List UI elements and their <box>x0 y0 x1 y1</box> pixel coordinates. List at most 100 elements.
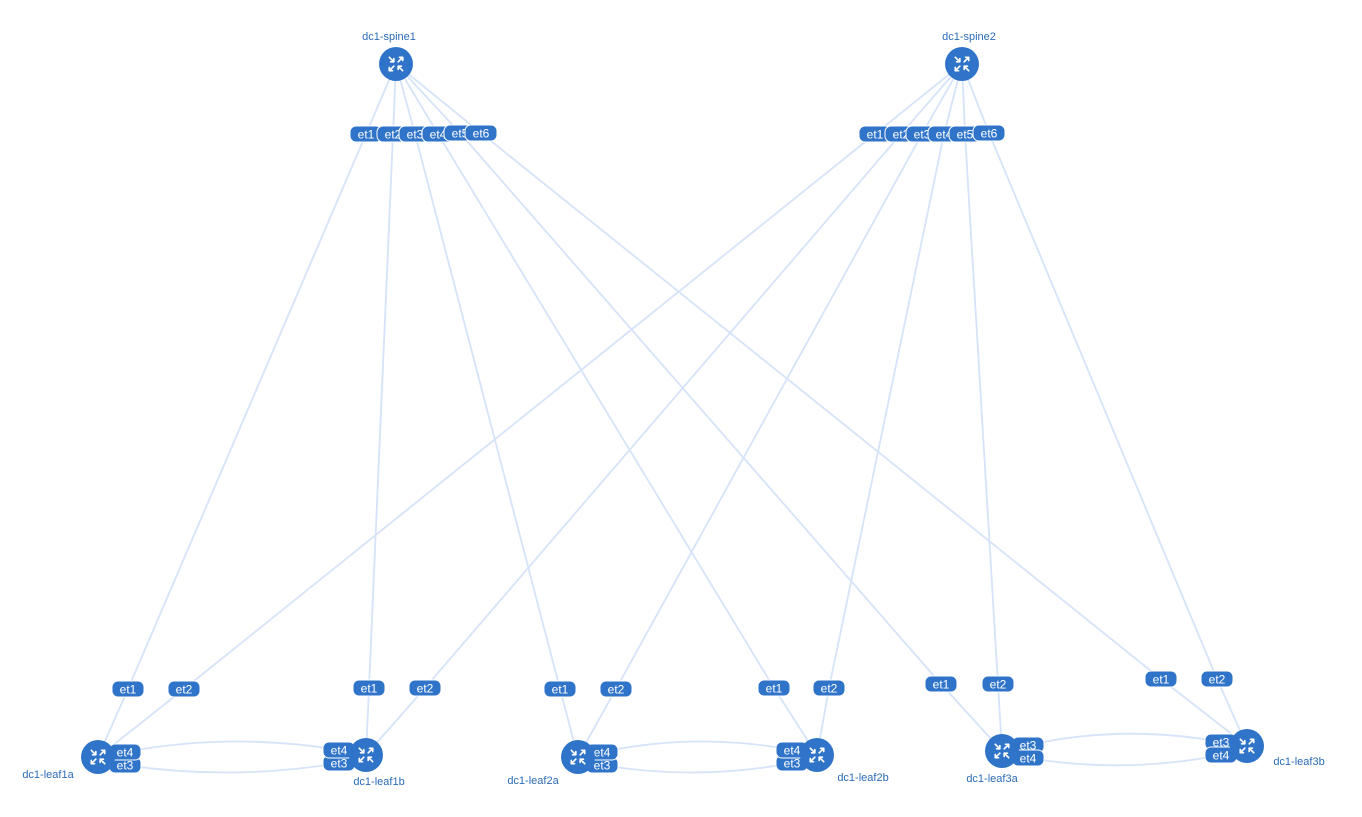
port-badge-shape <box>111 680 145 698</box>
port-label: et1 <box>1153 673 1170 687</box>
port-label: et1 <box>867 128 884 142</box>
port-badge-shape <box>1144 670 1178 688</box>
node-dc1-leaf1b[interactable]: dc1-leaf1b <box>349 738 405 788</box>
node-label: dc1-leaf2b <box>837 772 888 784</box>
port-badge-dc1-leaf1a-et1[interactable]: et1 <box>111 680 145 698</box>
switch-icon <box>388 56 404 72</box>
node-dc1-leaf2a[interactable]: dc1-leaf2a <box>507 740 595 787</box>
node-label: dc1-leaf3a <box>966 773 1018 785</box>
port-badge-dc1-leaf1b-et1[interactable]: et1 <box>352 679 386 697</box>
port-badge-dc1-spine1-et1[interactable]: et1 <box>349 125 383 143</box>
port-label: et6 <box>473 127 490 141</box>
port-badge-dc1-leaf1a-et4[interactable]: et4 <box>108 743 142 761</box>
port-badge-dc1-leaf2b-et1[interactable]: et1 <box>757 679 791 697</box>
port-badge-shape <box>924 675 958 693</box>
port-badge-shape <box>599 680 633 698</box>
node-label: dc1-leaf1a <box>22 769 74 781</box>
link-dc1-spine2-et1-to-dc1-leaf1a-et2[interactable] <box>97 63 963 758</box>
port-badge-dc1-leaf2b-et2[interactable]: et2 <box>812 679 846 697</box>
port-label: et3 <box>117 759 134 773</box>
port-label: et4 <box>1020 752 1037 766</box>
port-badge-shape <box>972 124 1006 142</box>
switch-icon <box>358 747 374 763</box>
node-label: dc1-spine2 <box>942 31 996 43</box>
port-label: et1 <box>552 683 569 697</box>
port-label: et3 <box>407 128 424 142</box>
node-dc1-leaf2b[interactable]: dc1-leaf2b <box>800 738 889 784</box>
node-circle <box>81 740 115 774</box>
port-badge-dc1-leaf2a-et1[interactable]: et1 <box>543 680 577 698</box>
port-badge-dc1-spine1-et6[interactable]: et6 <box>464 124 498 142</box>
port-badge-dc1-leaf2a-et2[interactable]: et2 <box>599 680 633 698</box>
link-dc1-spine2-et4-to-dc1-leaf2b-et2[interactable] <box>816 63 963 756</box>
node-dc1-leaf3a[interactable]: dc1-leaf3a <box>966 734 1019 785</box>
switch-icon <box>90 749 106 765</box>
port-label: et4 <box>936 128 953 142</box>
link-dc1-spine2-et6-to-dc1-leaf3b-et2[interactable] <box>961 63 1248 747</box>
switch-icon <box>809 747 825 763</box>
port-badge-dc1-leaf2b-et3[interactable]: et3 <box>775 754 809 772</box>
port-badge-dc1-leaf3a-et2[interactable]: et2 <box>981 675 1015 693</box>
node-dc1-spine2[interactable]: dc1-spine2 <box>942 31 996 81</box>
link-dc1-spine1-et5-to-dc1-leaf3a-et1[interactable] <box>395 63 1003 752</box>
port-badge-dc1-leaf3b-et2[interactable]: et2 <box>1200 670 1234 688</box>
port-badge-shape <box>464 124 498 142</box>
link-dc1-spine1-et2-to-dc1-leaf1b-et1[interactable] <box>365 63 397 756</box>
port-badge-shape <box>1200 670 1234 688</box>
port-label: et3 <box>594 759 611 773</box>
port-label: et4 <box>784 744 801 758</box>
node-label: dc1-spine1 <box>362 31 416 43</box>
node-label: dc1-leaf1b <box>353 776 404 788</box>
port-label: et1 <box>120 683 137 697</box>
port-badge-dc1-leaf1b-et2[interactable]: et2 <box>408 679 442 697</box>
port-label: et2 <box>821 682 838 696</box>
port-label: et2 <box>990 678 1007 692</box>
node-circle <box>985 734 1019 768</box>
port-label: et2 <box>1209 673 1226 687</box>
port-label: et3 <box>1213 736 1230 750</box>
port-label: et3 <box>914 128 931 142</box>
port-badge-dc1-leaf3a-et1[interactable]: et1 <box>924 675 958 693</box>
port-badge-shape <box>352 679 386 697</box>
node-circle <box>561 740 595 774</box>
node-dc1-leaf1a[interactable]: dc1-leaf1a <box>22 740 115 781</box>
port-badge-dc1-leaf3a-et3[interactable]: et3 <box>1011 736 1045 754</box>
link-dc1-spine2-et5-to-dc1-leaf3a-et2[interactable] <box>961 63 1003 752</box>
node-dc1-leaf3b[interactable]: dc1-leaf3b <box>1230 729 1325 768</box>
node-dc1-spine1[interactable]: dc1-spine1 <box>362 31 416 81</box>
switch-icon <box>1239 738 1255 754</box>
port-label: et3 <box>331 757 348 771</box>
port-label: et2 <box>608 683 625 697</box>
port-label: et2 <box>893 128 910 142</box>
port-badge-shape <box>543 680 577 698</box>
node-circle <box>1230 729 1264 763</box>
link-dc1-spine1-et6-to-dc1-leaf3b-et1[interactable] <box>395 63 1248 747</box>
port-badge-shape <box>812 679 846 697</box>
port-label: et4 <box>594 746 611 760</box>
port-badge-dc1-leaf1a-et2[interactable]: et2 <box>167 680 201 698</box>
switch-icon <box>954 56 970 72</box>
link-dc1-spine1-et1-to-dc1-leaf1a-et1[interactable] <box>97 63 397 758</box>
port-label: et6 <box>981 127 998 141</box>
port-label: et3 <box>784 757 801 771</box>
port-badge-shape <box>167 680 201 698</box>
port-badge-dc1-leaf3b-et1[interactable]: et1 <box>1144 670 1178 688</box>
switch-icon <box>570 749 586 765</box>
port-label: et4 <box>430 128 447 142</box>
node-circle <box>945 47 979 81</box>
node-circle <box>349 738 383 772</box>
link-dc1-spine1-et4-to-dc1-leaf2b-et1[interactable] <box>395 63 818 756</box>
port-label: et1 <box>933 678 950 692</box>
link-dc1-spine2-et2-to-dc1-leaf1b-et2[interactable] <box>365 63 963 756</box>
port-label: et2 <box>417 682 434 696</box>
port-badge-dc1-leaf3b-et4[interactable]: et4 <box>1204 746 1238 764</box>
port-badge-dc1-leaf3a-et4[interactable]: et4 <box>1011 749 1045 767</box>
port-label: et5 <box>957 128 974 142</box>
port-label: et1 <box>766 682 783 696</box>
node-label: dc1-leaf2a <box>507 775 559 787</box>
port-badge-dc1-leaf2b-et4[interactable]: et4 <box>775 741 809 759</box>
port-badge-dc1-spine2-et6[interactable]: et6 <box>972 124 1006 142</box>
link-dc1-spine1-et3-to-dc1-leaf2a-et1[interactable] <box>395 63 579 758</box>
link-dc1-spine2-et3-to-dc1-leaf2a-et2[interactable] <box>577 63 963 758</box>
